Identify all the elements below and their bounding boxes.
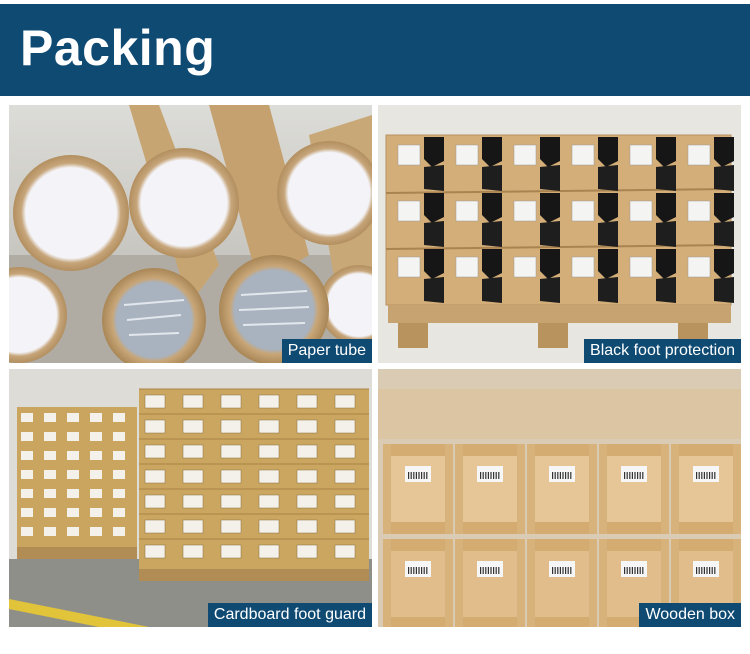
caption-wooden-box: Wooden box bbox=[639, 603, 741, 627]
paper-tube-illustration bbox=[9, 105, 372, 363]
photo-cardboard-foot-guard: Cardboard foot guard bbox=[9, 369, 372, 627]
caption-cardboard-foot-guard: Cardboard foot guard bbox=[207, 603, 372, 627]
photo-wooden-box: Wooden box bbox=[378, 369, 741, 627]
header-banner: Packing bbox=[0, 4, 750, 96]
cardboard-foot-guard-illustration bbox=[9, 369, 372, 627]
caption-paper-tube: Paper tube bbox=[281, 339, 372, 363]
photo-paper-tube: Paper tube bbox=[9, 105, 372, 363]
black-foot-protection-illustration bbox=[378, 105, 741, 363]
caption-black-foot-protection: Black foot protection bbox=[584, 339, 741, 363]
photo-black-foot-protection: Black foot protection bbox=[378, 105, 741, 363]
wooden-box-illustration bbox=[378, 369, 741, 627]
page-title: Packing bbox=[20, 20, 216, 76]
